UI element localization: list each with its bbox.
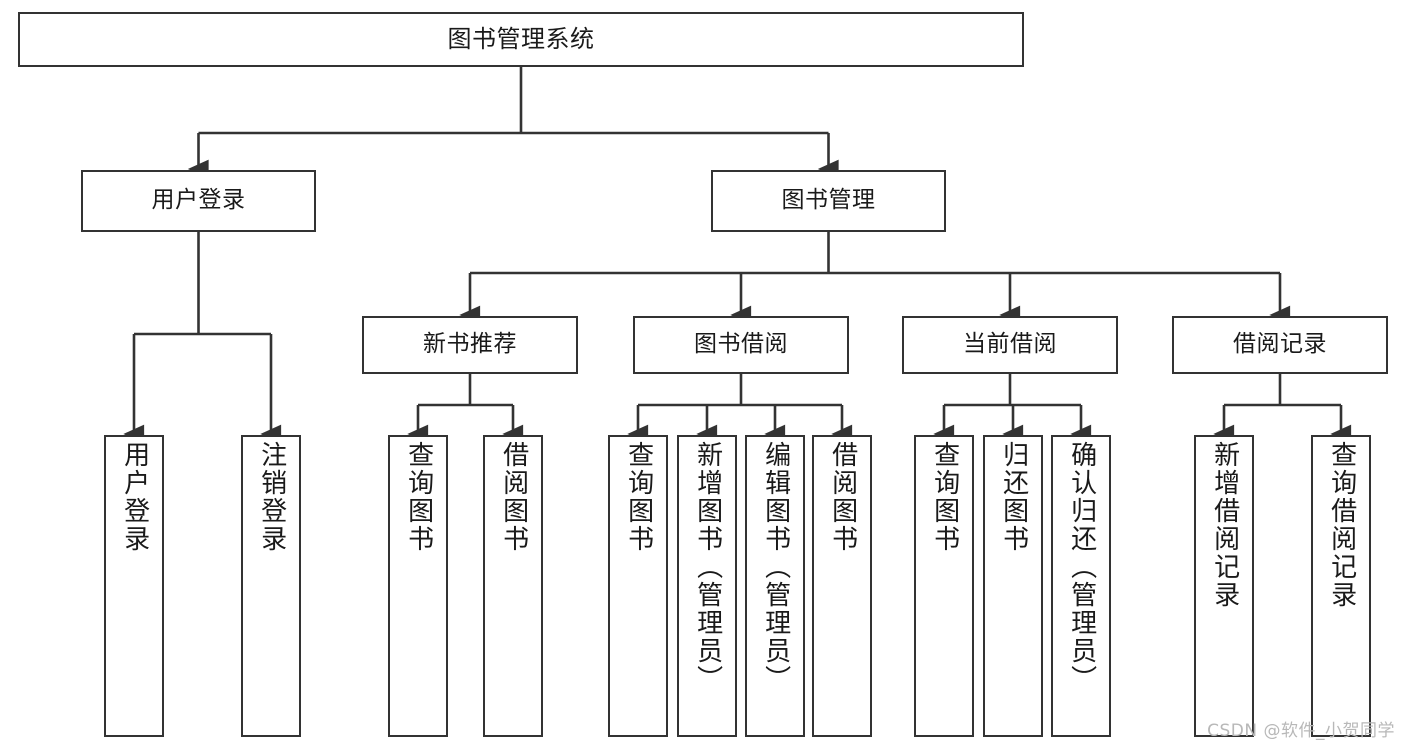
watermark: CSDN @软件_小贺同学	[1207, 721, 1395, 741]
node-root[interactable]: 图书管理系统	[18, 12, 1024, 67]
node-borrow-record[interactable]: 借阅记录	[1172, 316, 1388, 374]
leaf-query-book-1-label: 查询图书	[403, 441, 434, 553]
leaf-query-book-3[interactable]: 查询图书	[914, 435, 974, 737]
leaf-add-borrow-record[interactable]: 新增借阅记录	[1194, 435, 1254, 737]
leaf-user-login[interactable]: 用户登录	[104, 435, 164, 737]
leaf-edit-book[interactable]: 编辑图书（管理员）	[745, 435, 805, 737]
node-current-borrow[interactable]: 当前借阅	[902, 316, 1118, 374]
node-current-borrow-label: 当前借阅	[963, 331, 1057, 358]
node-book-borrow-label: 图书借阅	[694, 331, 788, 358]
leaf-query-book-3-label: 查询图书	[929, 441, 960, 553]
leaf-add-borrow-record-label: 新增借阅记录	[1209, 441, 1240, 609]
node-user-login-label: 用户登录	[151, 187, 246, 214]
node-root-label: 图书管理系统	[447, 25, 595, 54]
node-new-book-recommend-label: 新书推荐	[423, 331, 517, 358]
node-book-manage[interactable]: 图书管理	[711, 170, 946, 232]
leaf-query-book-1[interactable]: 查询图书	[388, 435, 448, 737]
leaf-query-borrow-record[interactable]: 查询借阅记录	[1311, 435, 1371, 737]
leaf-query-borrow-record-label: 查询借阅记录	[1326, 441, 1357, 609]
leaf-borrow-book-1-label: 借阅图书	[498, 441, 529, 553]
leaf-query-book-2[interactable]: 查询图书	[608, 435, 668, 737]
leaf-borrow-book-1[interactable]: 借阅图书	[483, 435, 543, 737]
leaf-confirm-return[interactable]: 确认归还（管理员）	[1051, 435, 1111, 737]
leaf-return-book[interactable]: 归还图书	[983, 435, 1043, 737]
leaf-edit-book-label: 编辑图书（管理员）	[760, 441, 791, 693]
leaf-add-book[interactable]: 新增图书（管理员）	[677, 435, 737, 737]
leaf-query-book-2-label: 查询图书	[623, 441, 654, 553]
leaf-logout-label: 注销登录	[256, 441, 287, 553]
node-user-login[interactable]: 用户登录	[81, 170, 316, 232]
node-book-manage-label: 图书管理	[781, 187, 876, 214]
leaf-return-book-label: 归还图书	[998, 441, 1029, 553]
leaf-confirm-return-label: 确认归还（管理员）	[1066, 441, 1097, 693]
node-borrow-record-label: 借阅记录	[1233, 331, 1327, 358]
leaf-user-login-label: 用户登录	[119, 441, 150, 553]
leaf-add-book-label: 新增图书（管理员）	[692, 441, 723, 693]
leaf-logout[interactable]: 注销登录	[241, 435, 301, 737]
node-book-borrow[interactable]: 图书借阅	[633, 316, 849, 374]
leaf-borrow-book-2[interactable]: 借阅图书	[812, 435, 872, 737]
node-new-book-recommend[interactable]: 新书推荐	[362, 316, 578, 374]
leaf-borrow-book-2-label: 借阅图书	[827, 441, 858, 553]
